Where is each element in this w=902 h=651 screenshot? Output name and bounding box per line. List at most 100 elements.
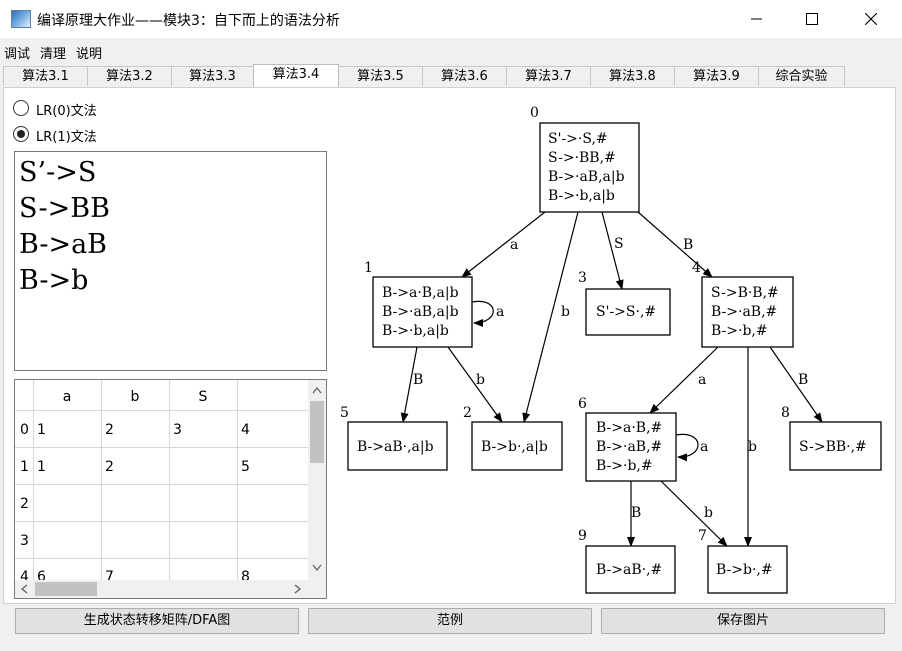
state-item: B->aB·,a|b (357, 439, 434, 455)
lr0-radio[interactable] (13, 100, 29, 116)
save-image-button[interactable]: 保存图片 (601, 608, 885, 634)
vertical-scroll-thumb[interactable] (310, 401, 324, 463)
menu-clear[interactable]: 清理 (40, 47, 67, 62)
row-header: 1 (20, 459, 29, 475)
minimize-icon (751, 18, 762, 20)
state-item: S->B·B,# (711, 285, 779, 301)
scrollbar-corner (308, 580, 326, 598)
horizontal-scroll-thumb[interactable] (35, 582, 97, 596)
grammar-line: B->aB (19, 229, 108, 260)
edge-label: a (700, 439, 708, 455)
chevron-left-icon[interactable] (20, 584, 28, 594)
edge-label: B (683, 237, 693, 253)
edge-1-2 (447, 346, 503, 423)
table-cell: 1 (37, 459, 46, 475)
state-number: 5 (340, 405, 349, 421)
minimize-button[interactable] (734, 0, 780, 38)
state-number: 6 (578, 396, 587, 412)
menu-debug[interactable]: 调试 (4, 47, 31, 62)
tab-comprehensive[interactable]: 综合实验 (758, 66, 845, 86)
chevron-right-icon[interactable] (294, 584, 302, 594)
col-header: b (131, 389, 140, 405)
vertical-scrollbar[interactable] (308, 380, 326, 580)
state-number: 3 (578, 270, 587, 286)
edge-0-4 (637, 211, 713, 278)
table-cell: 1 (37, 422, 46, 438)
window-title: 编译原理大作业——模块3：自下而上的语法分析 (37, 13, 340, 29)
state-number: 7 (698, 528, 707, 544)
row-header: 3 (20, 533, 29, 549)
state-number: 0 (530, 105, 539, 121)
tab-alg-3-2[interactable]: 算法3.2 (87, 66, 172, 86)
row-header: 2 (20, 496, 29, 512)
tab-alg-3-6[interactable]: 算法3.6 (422, 66, 507, 86)
table-cell: 2 (105, 459, 114, 475)
edge-label: a (698, 372, 706, 388)
state-number: 8 (781, 405, 790, 421)
dfa-state-4 (701, 276, 794, 348)
row-header: 4 (20, 569, 29, 580)
dfa-state-7 (707, 545, 788, 594)
grammar-line: S’->S (19, 157, 97, 188)
state-item: S->BB·,# (799, 439, 867, 455)
lr0-label: LR(0)文法 (36, 104, 97, 119)
tab-alg-3-1[interactable]: 算法3.1 (3, 66, 88, 86)
state-item: S->·BB,# (548, 150, 616, 166)
example-button[interactable]: 范例 (308, 608, 592, 634)
lr1-label: LR(1)文法 (36, 130, 97, 145)
chevron-up-icon[interactable] (312, 386, 322, 394)
tab-alg-3-7[interactable]: 算法3.7 (506, 66, 591, 86)
tab-alg-3-8[interactable]: 算法3.8 (590, 66, 675, 86)
menu-bar: 调试 清理 说明 (0, 38, 902, 64)
edge-label: b (704, 505, 713, 521)
tab-alg-3-9[interactable]: 算法3.9 (674, 66, 759, 86)
table-cell: 2 (105, 422, 114, 438)
edge-label: S (614, 236, 624, 252)
chevron-down-icon[interactable] (312, 564, 322, 572)
edge-label: b (561, 304, 570, 320)
edge-label: a (510, 237, 518, 253)
edge-label: B (413, 372, 423, 388)
table-cell: 4 (241, 422, 250, 438)
transition-table[interactable]: a b S 0 1 2 3 4 1 1 2 5 2 3 4 6 7 8 (14, 379, 327, 599)
col-header: a (63, 389, 72, 405)
maximize-button[interactable] (789, 0, 835, 38)
table-cell: 6 (37, 569, 46, 580)
state-item: B->·b,# (596, 458, 653, 474)
table-cell: 3 (173, 422, 182, 438)
menu-help[interactable]: 说明 (76, 47, 103, 62)
edge-4-8 (769, 346, 823, 423)
horizontal-scrollbar[interactable] (15, 580, 310, 598)
tab-alg-3-4[interactable]: 算法3.4 (253, 64, 339, 87)
edge-label: B (798, 372, 808, 388)
radio-selected-dot (17, 130, 25, 138)
edge-0-1 (461, 211, 546, 278)
col-header: S (199, 389, 208, 405)
state-item: S'->·S,# (548, 131, 608, 147)
state-item: B->b·,a|b (481, 439, 548, 455)
dfa-state-1 (372, 276, 473, 348)
state-item: B->·b,a|b (382, 323, 449, 339)
edge-0-2 (522, 211, 579, 423)
tab-alg-3-5[interactable]: 算法3.5 (338, 66, 423, 86)
lr1-radio[interactable] (13, 126, 29, 142)
close-icon (865, 13, 877, 25)
state-number: 4 (692, 260, 701, 276)
app-icon (11, 10, 31, 28)
edge-0-3 (601, 211, 624, 290)
generate-dfa-button[interactable]: 生成状态转移矩阵/DFA图 (15, 608, 299, 634)
state-item: B->·aB,# (711, 304, 777, 320)
edge-label: a (496, 304, 504, 320)
grammar-textbox[interactable]: S’->S S->BB B->aB B->b (14, 151, 327, 371)
edge-1-1 (471, 300, 494, 327)
state-item: B->·aB,# (596, 439, 662, 455)
table-cell: 5 (241, 459, 250, 475)
dfa-state-6 (585, 412, 677, 482)
dfa-state-9 (585, 545, 676, 594)
grammar-line: B->b (19, 265, 89, 296)
state-item: B->·aB,a|b (382, 304, 459, 320)
close-button[interactable] (848, 0, 894, 38)
tab-alg-3-3[interactable]: 算法3.3 (171, 66, 254, 86)
edge-label: b (476, 372, 485, 388)
table-grid: a b S 0 1 2 3 4 1 1 2 5 2 3 4 6 7 8 (15, 380, 310, 580)
